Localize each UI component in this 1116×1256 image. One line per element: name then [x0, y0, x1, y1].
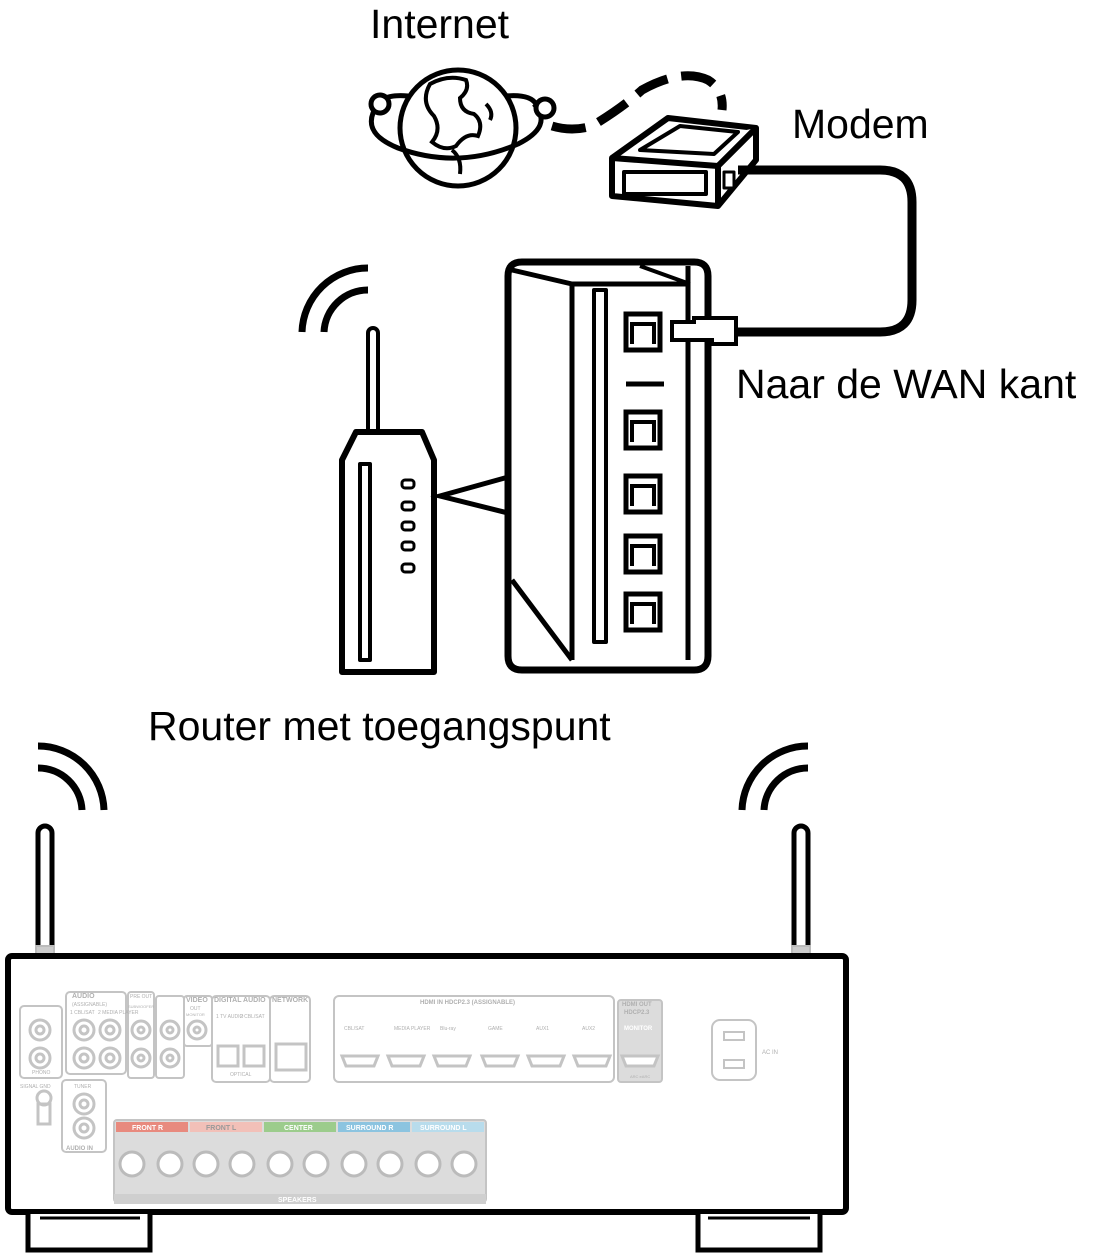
monitor-label: MONITOR — [624, 1026, 653, 1032]
pre-out-label: PRE OUT — [130, 994, 152, 1000]
speakers-label: SPEAKERS — [278, 1197, 317, 1204]
receiver-rear-panel — [19, 991, 757, 1204]
speaker-group-label: FRONT L — [206, 1125, 237, 1132]
video-out-label: OUT — [190, 1006, 201, 1012]
hdcp-label: HDCP2.3 — [624, 1010, 650, 1016]
wifi-icon — [298, 264, 369, 333]
speaker-group-label: SURROUND L — [420, 1125, 467, 1132]
cbl-sat-label: 1 CBL/SAT — [70, 1010, 95, 1016]
audio-in2-label: AUDIO IN — [66, 1146, 93, 1152]
phono-label: PHONO — [32, 1070, 50, 1076]
ac-in-label: AC IN — [762, 1050, 778, 1056]
wifi-icon — [738, 742, 809, 811]
wan-port — [623, 311, 663, 353]
zoom-pointer — [430, 473, 513, 517]
router-antenna — [366, 326, 380, 440]
speaker-group-label: FRONT R — [132, 1125, 163, 1132]
wifi-icon — [37, 742, 108, 811]
speaker-group-label: CENTER — [284, 1125, 313, 1132]
assignable-label: (ASSIGNABLE) — [72, 1002, 107, 1008]
signal-gnd-label: SIGNAL GND — [20, 1084, 51, 1090]
digital-audio-label: DIGITAL AUDIO — [214, 997, 266, 1004]
modem-icon — [609, 115, 759, 209]
cbl-sat2-label: 2 CBL/SAT — [240, 1014, 265, 1020]
router-label: Router met toegangspunt — [148, 703, 611, 749]
lan-port — [623, 591, 663, 633]
router-ports — [623, 311, 663, 633]
audio-in-label: AUDIO — [72, 993, 95, 1000]
hdmi-input-label: Blu-ray — [440, 1026, 456, 1032]
wan-cable — [730, 165, 917, 337]
wan-side-label: Naar de WAN kant — [736, 361, 1077, 407]
video-label: VIDEO — [186, 997, 208, 1004]
lan-port — [623, 533, 663, 575]
hdmi-input-label: MEDIA PLAYER — [394, 1026, 431, 1032]
receiver-panel-labels: AUDIO (ASSIGNABLE) 1 CBL/SAT 2 MEDIA PLA… — [20, 993, 778, 1204]
lan-port — [623, 409, 663, 451]
network-label: NETWORK — [272, 997, 308, 1004]
internet-label: Internet — [370, 1, 510, 47]
tv-audio-label: 1 TV AUDIO — [216, 1014, 244, 1020]
modem-label: Modem — [792, 101, 929, 147]
speaker-group-label: SURROUND R — [346, 1125, 393, 1132]
ethernet-plug — [670, 316, 738, 346]
video-monitor-label: MONITOR — [186, 1012, 205, 1017]
hdmi-input-label: AUX2 — [582, 1026, 595, 1032]
subwoofer-label: SUBWOOFER — [128, 1004, 154, 1009]
lan-port — [623, 473, 663, 515]
hdmi-input-label: AUX1 — [536, 1026, 549, 1032]
hdmi-input-label: GAME — [488, 1026, 503, 1032]
media-player-label: 2 MEDIA PLAYER — [98, 1010, 139, 1016]
hdmi-in-label: HDMI IN HDCP2.3 (ASSIGNABLE) — [420, 1000, 515, 1006]
hdmi-out-label: HDMI OUT — [622, 1002, 652, 1008]
router-icon — [339, 429, 437, 675]
arc-label: ARC eARC — [630, 1074, 650, 1079]
optical-label: OPTICAL — [230, 1072, 252, 1078]
tuner-label: TUNER — [74, 1084, 92, 1090]
globe-icon — [368, 67, 557, 189]
internet-link — [550, 71, 727, 134]
hdmi-input-label: CBL/SAT — [344, 1026, 364, 1032]
